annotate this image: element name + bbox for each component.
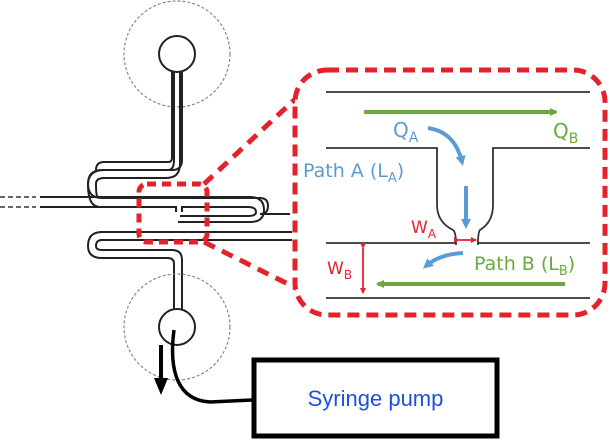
q-a-label: QA [393,118,419,146]
top-reservoir-boundary [123,0,231,108]
inset-detail: QA QB Path A (LA) Path B (LB) WA WB [292,67,608,318]
outflow-arrow-icon [154,378,168,395]
syringe-pump-label: Syringe pump [308,386,444,411]
lower-loop-inner [94,239,183,312]
syringe-pump-box [251,357,500,439]
path-a-wall-right [477,147,590,246]
zoom-connector-top [202,88,307,186]
w-b-label: WB [327,259,352,282]
top-channel-inner [95,72,173,171]
path-b-label: Path B (LB) [474,253,575,279]
syringe-pump: Syringe pump [251,357,500,439]
q-a-curved-arrow [427,126,466,166]
zoom-connector-bottom [202,239,302,293]
upper-loop [40,72,181,198]
top-inlet-port [158,35,196,73]
top-channel-outer [86,72,290,215]
zoom-region [136,181,210,245]
upper-loop-2 [40,72,175,208]
bottom-outlet-port [158,308,196,346]
q-a-exit-arrow [422,251,464,269]
lower-loop [86,231,175,312]
bottom-reservoir-boundary [123,273,231,381]
q-b-label: QB [553,119,578,147]
middle-channel-top [40,196,266,223]
inset-frame [292,67,608,318]
path-a-label: Path A (LA) [303,160,404,186]
tubing [170,329,253,404]
middle-channel-bottom [40,206,258,217]
chip-overview [0,0,292,404]
w-a-label: WA [411,218,437,241]
